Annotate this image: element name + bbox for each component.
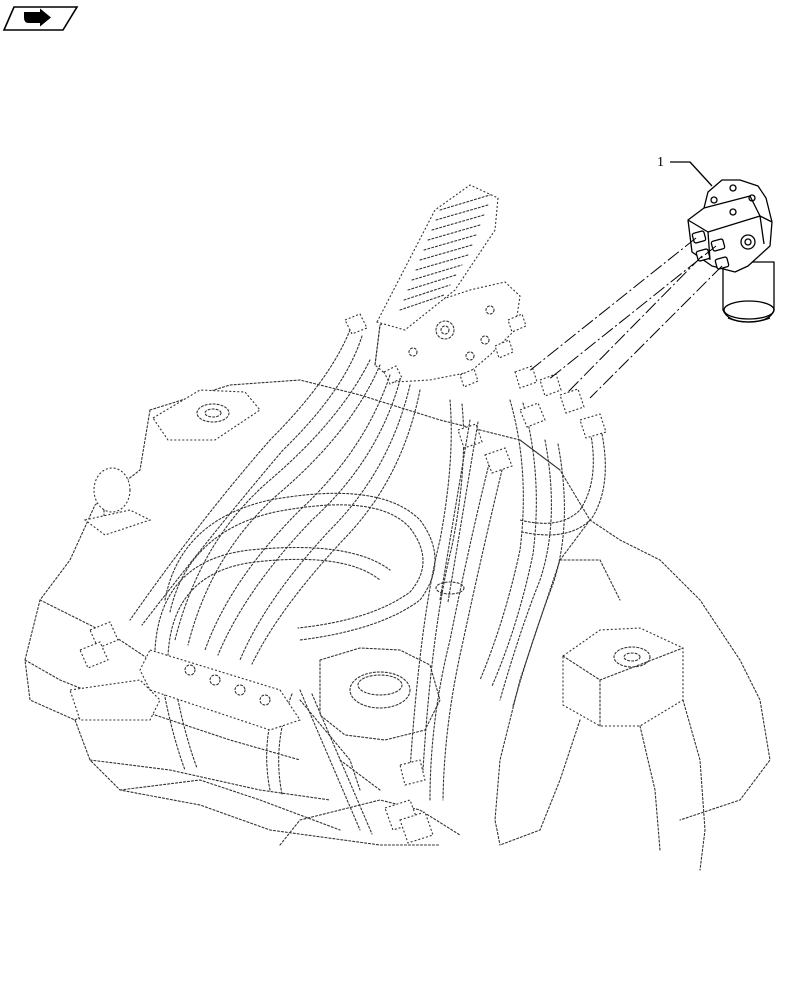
callout-1: 1 (657, 155, 713, 187)
highlighted-part-1[interactable] (687, 179, 775, 323)
hydraulic-hoses (129, 329, 606, 835)
brake-pedal-assembly (344, 184, 527, 388)
assembly-lines (527, 237, 723, 399)
frame-outline (24, 379, 771, 871)
callout-1-label: 1 (657, 155, 664, 170)
previous-page-arrow-icon[interactable] (2, 6, 79, 31)
hose-fittings (69, 365, 607, 844)
